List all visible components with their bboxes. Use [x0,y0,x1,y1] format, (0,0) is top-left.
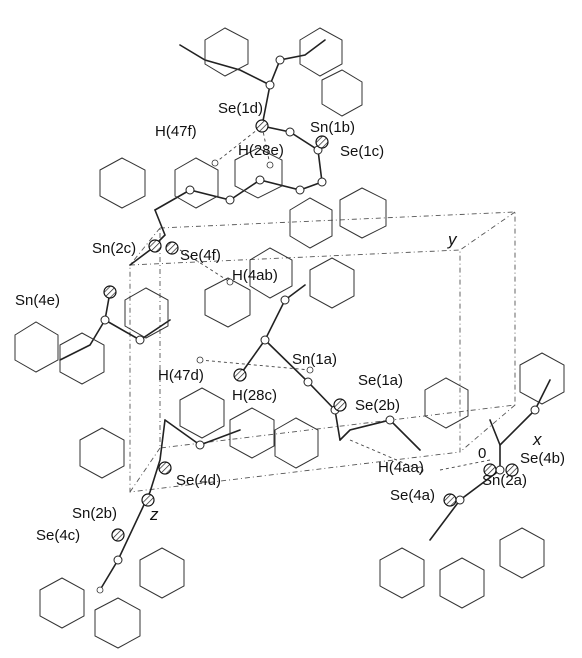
label-sn2c: Sn(2c) [92,240,136,257]
label-sn2b: Sn(2b) [72,505,117,522]
atom-h47d [233,368,247,382]
atom-se4c [111,528,125,542]
atom-se4d [158,461,172,475]
light-atoms [96,55,540,594]
label-se4c: Se(4c) [36,527,80,544]
atom-se1d [255,119,269,133]
label-h4ab: H(4ab) [232,267,278,284]
atom-sn2c [148,239,162,253]
label-se4a: Se(4a) [390,487,435,504]
label-se1d: Se(1d) [218,100,263,117]
atom-se2b [333,398,347,412]
label-sn2a: Sn(2a) [482,472,527,489]
label-se1c: Se(1c) [340,143,384,160]
label-se4b: Se(4b) [520,450,565,467]
atom-sn2b [141,493,155,507]
label-h28c: H(28c) [232,387,277,404]
label-h47f: H(47f) [155,123,197,140]
atom-se1c [315,135,329,149]
label-origin: 0 [478,445,486,462]
atom-se4b [505,463,519,477]
unit-cell [129,211,516,493]
molecule-bonds [14,27,565,649]
label-se1a: Se(1a) [358,372,403,389]
atom-sn2a [483,463,497,477]
label-axis-z: z [149,505,159,524]
atom-se4f [165,241,179,255]
label-axis-y: y [447,230,458,249]
label-se2b: Se(2b) [355,397,400,414]
atom-se4a [443,493,457,507]
atom-labels: Se(1d) H(47f) Sn(1b) H(28e) Se(1c) y Sn(… [15,100,565,544]
label-sn1a: Sn(1a) [292,351,337,368]
atom-sn4e [103,285,117,299]
label-sn4e: Sn(4e) [15,292,60,309]
label-sn1b: Sn(1b) [310,119,355,136]
label-h28e: H(28e) [238,142,284,159]
label-h47d: H(47d) [158,367,204,384]
label-h4aa: H(4aa) [378,459,424,476]
label-se4d: Se(4d) [176,472,221,489]
label-se4f: Se(4f) [180,247,221,264]
heavy-atoms [103,119,519,542]
label-axis-x: x [532,430,542,449]
contact-lines [179,125,491,471]
